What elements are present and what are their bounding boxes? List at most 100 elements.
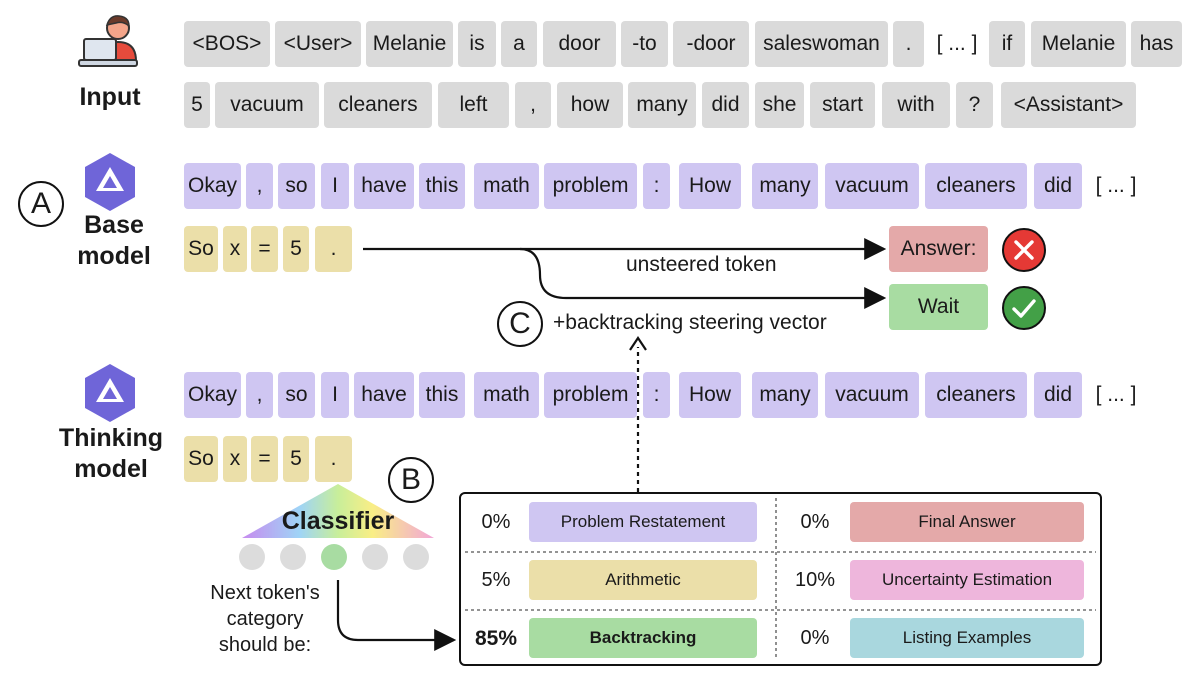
thinking-token: How	[679, 372, 741, 418]
steered-arrow	[519, 247, 887, 309]
thinking-token: =	[251, 436, 278, 482]
category-table-dividers	[465, 498, 1096, 660]
category-label: Arithmetic	[529, 560, 757, 600]
thinking-model-label-line2: model	[74, 455, 148, 483]
base-model-label-line2: model	[77, 242, 151, 270]
base-token: did	[1034, 163, 1082, 209]
input-token: ,	[515, 82, 551, 128]
category-pct: 0%	[800, 511, 830, 533]
thinking-token: vacuum	[825, 372, 919, 418]
input-token: <User>	[275, 21, 361, 67]
thinking-token: this	[419, 372, 465, 418]
base-token: 5	[283, 226, 309, 272]
unsteered-label: unsteered token	[626, 253, 777, 276]
base-token: cleaners	[925, 163, 1027, 209]
base-token: Okay	[184, 163, 241, 209]
classifier-dot	[362, 544, 388, 570]
thinking-token: so	[278, 372, 315, 418]
cross-icon	[1002, 228, 1046, 272]
thinking-token-ellipsis: [ ... ]	[1095, 383, 1137, 406]
input-token-ellipsis: [ ... ]	[936, 32, 978, 55]
category-pct: 5%	[481, 569, 511, 591]
classifier-caption: Next token's category should be:	[190, 580, 340, 658]
user-laptop-icon	[78, 15, 138, 67]
thinking-token: Okay	[184, 372, 241, 418]
category-pct: 10%	[794, 569, 836, 591]
input-token: did	[702, 82, 749, 128]
thinking-token: many	[752, 372, 818, 418]
input-token: left	[438, 82, 509, 128]
marker-a: A	[18, 181, 64, 227]
classifier-prism-icon	[242, 484, 434, 538]
category-pct: 0%	[800, 627, 830, 649]
thinking-token: problem	[544, 372, 637, 418]
wait-token: Wait	[889, 284, 988, 330]
base-token: x	[223, 226, 247, 272]
input-token: if	[989, 21, 1025, 67]
input-token: door	[543, 21, 616, 67]
base-token: so	[278, 163, 315, 209]
category-pct: 0%	[481, 511, 511, 533]
input-token: how	[557, 82, 623, 128]
base-token: many	[752, 163, 818, 209]
input-token: a	[501, 21, 537, 67]
thinking-token: ,	[246, 372, 273, 418]
input-token: .	[893, 21, 924, 67]
marker-b: B	[388, 457, 434, 503]
classifier-dot	[280, 544, 306, 570]
check-icon	[1002, 286, 1046, 330]
thinking-token: 5	[283, 436, 309, 482]
base-token: =	[251, 226, 278, 272]
classifier-dot	[239, 544, 265, 570]
input-token: she	[755, 82, 804, 128]
input-token: Melanie	[366, 21, 453, 67]
base-model-label: Base model	[66, 210, 162, 272]
input-token: -to	[621, 21, 668, 67]
classifier-label: Classifier	[281, 507, 395, 535]
input-token: Melanie	[1031, 21, 1126, 67]
classifier-arrow	[336, 580, 457, 651]
input-token: vacuum	[215, 82, 319, 128]
base-token: vacuum	[825, 163, 919, 209]
input-token: ?	[956, 82, 993, 128]
thinking-token: x	[223, 436, 247, 482]
thinking-model-label: Thinking model	[46, 423, 176, 485]
input-token: <Assistant>	[1001, 82, 1136, 128]
input-token: with	[882, 82, 950, 128]
input-token: has	[1131, 21, 1182, 67]
input-token: 5	[184, 82, 210, 128]
category-label: Listing Examples	[850, 618, 1084, 658]
base-token: How	[679, 163, 741, 209]
input-token: many	[628, 82, 696, 128]
answer-token: Answer:	[889, 226, 988, 272]
category-label: Backtracking	[529, 618, 757, 658]
input-token: -door	[673, 21, 749, 67]
base-token: this	[419, 163, 465, 209]
thinking-model-label-line1: Thinking	[58, 424, 164, 452]
thinking-token: I	[321, 372, 349, 418]
base-token: So	[184, 226, 218, 272]
input-token: is	[458, 21, 496, 67]
thinking-token: cleaners	[925, 372, 1027, 418]
thinking-token: .	[315, 436, 352, 482]
base-token: ,	[246, 163, 273, 209]
qwen-logo-icon	[85, 364, 135, 422]
classifier-caption-line1: Next token's	[210, 582, 320, 604]
base-token: .	[315, 226, 352, 272]
input-label: Input	[79, 83, 141, 111]
input-token: cleaners	[324, 82, 432, 128]
thinking-token: math	[474, 372, 539, 418]
category-label: Problem Restatement	[529, 502, 757, 542]
thinking-token: did	[1034, 372, 1082, 418]
steered-label: +backtracking steering vector	[553, 311, 827, 334]
qwen-logo-icon	[85, 153, 135, 211]
category-label: Uncertainty Estimation	[850, 560, 1084, 600]
base-token: :	[643, 163, 670, 209]
base-token: I	[321, 163, 349, 209]
category-pct: 85%	[474, 627, 518, 650]
classifier-caption-line2: category	[226, 608, 304, 630]
base-token: math	[474, 163, 539, 209]
thinking-token: :	[643, 372, 670, 418]
classifier-caption-line3: should be:	[218, 634, 312, 656]
